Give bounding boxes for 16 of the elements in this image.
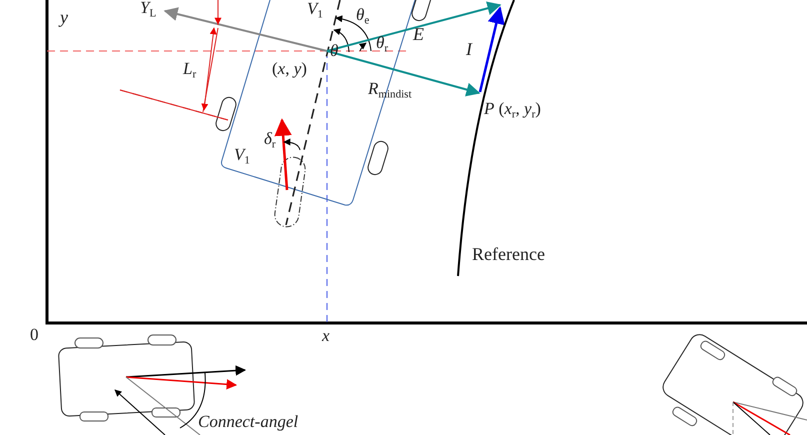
symbol-label: θ: [330, 42, 338, 61]
symbol-label: 0: [30, 326, 38, 345]
symbol-label: (x, y): [272, 60, 307, 79]
symbol-label: Y$_{L}$: [140, 0, 156, 20]
symbol-label: P (x$_{r}$, y$_{r}$): [484, 100, 541, 120]
symbol-label: V$_{1}$: [234, 146, 250, 166]
symbol-label: y: [60, 8, 68, 28]
symbol-label: θ$_{e}$: [356, 6, 370, 26]
symbol-label: E: [413, 25, 424, 45]
symbol-label: Connect-angel: [198, 413, 298, 432]
symbol-label: V$_{1}$: [307, 0, 323, 20]
symbol-label: L$_{r}$: [183, 60, 196, 80]
symbol-label: x: [322, 327, 330, 346]
symbol-label: I: [466, 40, 472, 60]
symbol-label: δ$_{r}$: [264, 130, 276, 150]
symbol-label: Reference: [472, 245, 545, 265]
